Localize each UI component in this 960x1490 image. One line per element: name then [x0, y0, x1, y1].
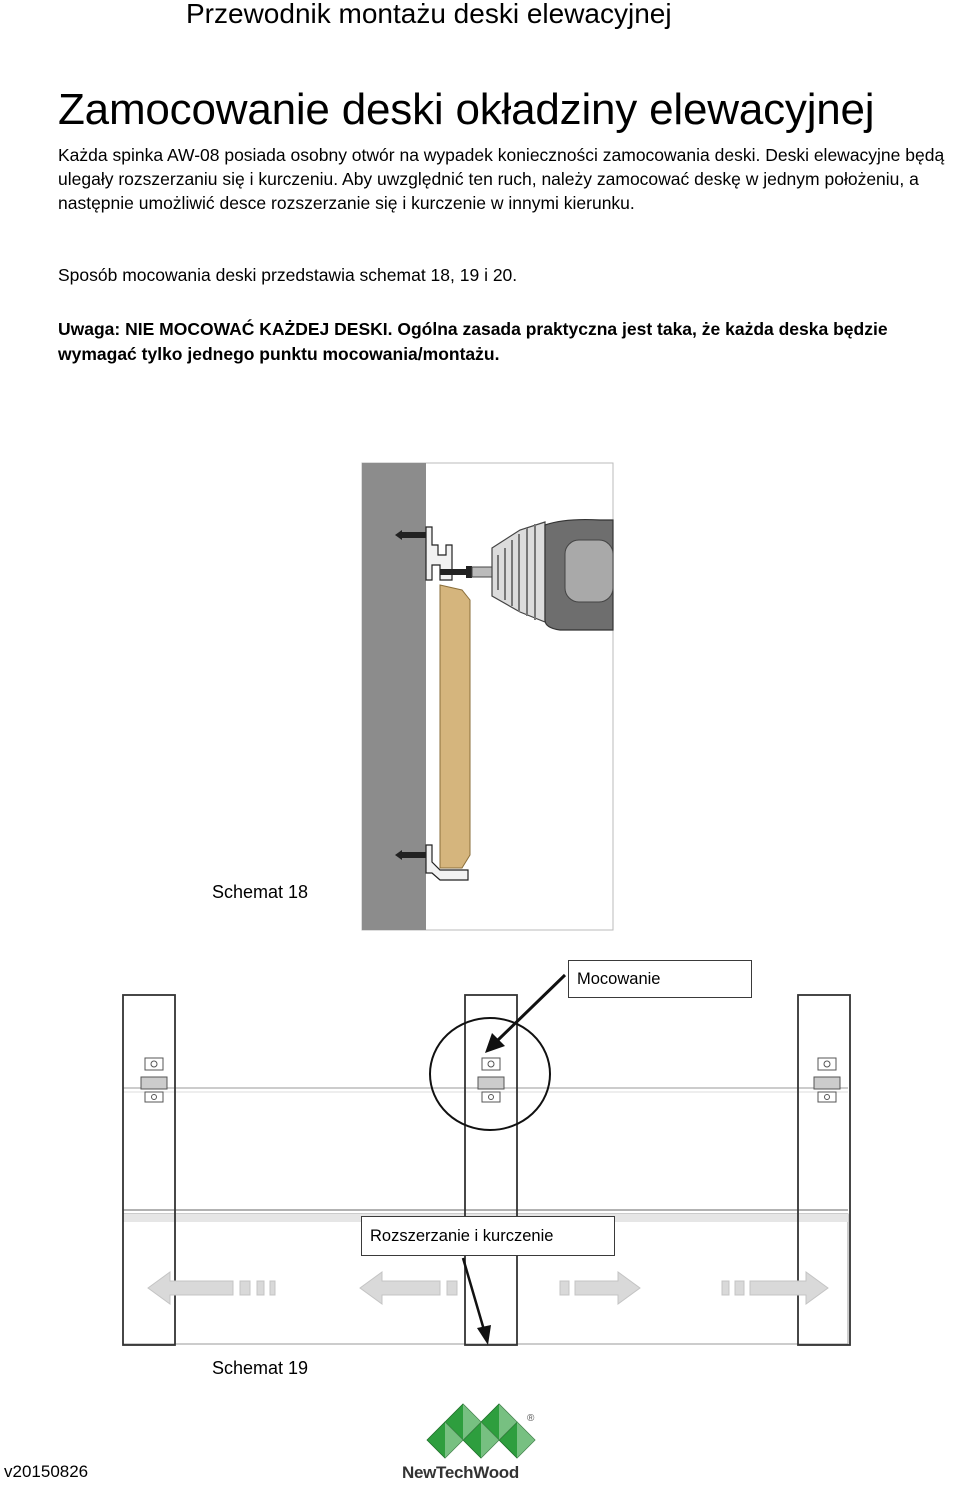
registered-mark: ®	[527, 1413, 535, 1424]
fixing-callout: Mocowanie	[568, 960, 752, 998]
right-arrow-2	[749, 1271, 829, 1305]
left-arrow-1	[147, 1271, 234, 1305]
page-header-title: Przewodnik montażu deski elewacyjnej	[186, 0, 672, 29]
drill-icon	[471, 518, 614, 631]
schemat-18-caption: Schemat 18	[212, 882, 309, 902]
clip-right	[813, 1057, 841, 1103]
schemat-19-caption: Schemat 19	[212, 1358, 309, 1378]
top-clip	[395, 526, 453, 581]
page-title: Zamocowanie deski okładziny elewacyjnej	[58, 85, 875, 134]
movement-arrows	[147, 1271, 829, 1305]
facade-board	[439, 584, 471, 869]
logo-text: NewTechWood	[402, 1463, 519, 1482]
clip-left	[140, 1057, 168, 1103]
joist-left	[122, 994, 176, 1346]
movement-pointer-arrow	[461, 1257, 491, 1345]
fixing-pointer-arrow	[485, 973, 567, 1053]
movement-callout: Rozszerzanie i kurczenie	[361, 1216, 615, 1256]
joist-middle	[464, 994, 518, 1346]
drill-screw	[440, 566, 472, 578]
joist-right	[797, 994, 851, 1346]
bottom-clip	[395, 844, 469, 881]
version-label: v20150826	[4, 1462, 89, 1481]
intro-paragraph: Każda spinka AW-08 posiada osobny otwór …	[58, 145, 945, 213]
left-arrow-2	[359, 1271, 441, 1305]
clip-middle	[477, 1057, 505, 1103]
right-arrow-1	[574, 1271, 641, 1305]
warning-paragraph: Uwaga: NIE MOCOWAĆ KAŻDEJ DESKI. Ogólna …	[58, 319, 888, 364]
reference-paragraph: Sposób mocowania deski przedstawia schem…	[58, 265, 518, 285]
fixing-highlight-circle	[429, 1017, 551, 1131]
